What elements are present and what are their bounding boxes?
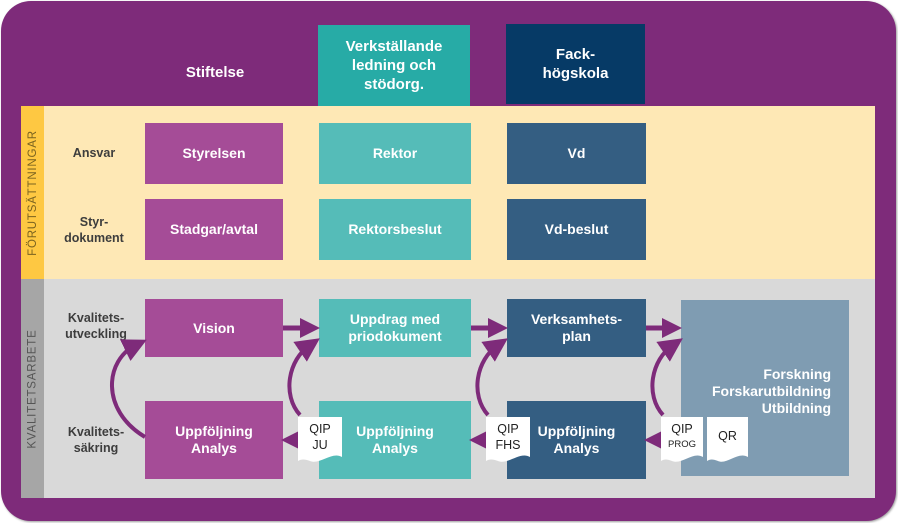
column-header-verkstallande: Verkställande ledning och stödorg.	[318, 25, 470, 106]
document-qip-prog-text: QIP PROG	[661, 421, 703, 453]
box-uppfoljning-fack: Uppföljning Analys	[507, 401, 646, 479]
activities-list: Forskning Forskarutbildning Utbildning	[712, 366, 831, 417]
document-qip-prog-top: QIP	[671, 422, 693, 436]
box-uppfoljning-ledning: Uppföljning Analys	[319, 401, 471, 479]
document-qip-prog-bottom: PROG	[668, 439, 696, 450]
document-qip-ju-text: QIP JU	[298, 421, 342, 453]
column-header-verkstallande-label: Verkställande ledning och stödorg.	[345, 38, 443, 93]
activity-forskning: Forskning	[763, 366, 831, 382]
column-header-stiftelse-label: Stiftelse	[185, 63, 245, 81]
box-uppfoljning-fack-label: Uppföljning Analys	[537, 423, 616, 456]
document-qip-fhs: QIP FHS	[486, 417, 530, 463]
box-vision-label: Vision	[193, 319, 235, 336]
document-qip-fhs-top: QIP	[497, 422, 519, 436]
document-qip-fhs-text: QIP FHS	[486, 421, 530, 453]
document-icon	[486, 417, 530, 462]
row-label-styrdokument: Styr-dokument	[64, 215, 124, 245]
box-stadgar-label: Stadgar/avtal	[170, 221, 258, 237]
box-styrelsen-label: Styrelsen	[182, 145, 246, 161]
document-qip-ju-top: QIP	[309, 422, 331, 436]
document-qip-fhs-bottom: FHS	[495, 438, 521, 452]
document-qip-ju-bottom: JU	[312, 438, 328, 452]
box-uppdrag-label: Uppdrag med priodokument	[348, 311, 442, 344]
column-header-fackhogskola: Fack-högskola	[506, 24, 645, 104]
box-uppdrag: Uppdrag med priodokument	[319, 299, 471, 357]
box-vd-beslut: Vd-beslut	[507, 199, 646, 260]
cycle-arrow-fack	[475, 338, 508, 417]
box-vd: Vd	[507, 123, 646, 184]
document-qr-text: QR	[707, 428, 748, 444]
activity-utbildning: Utbildning	[761, 400, 831, 416]
box-verksamhetsplan-label: Verksamhets-plan	[530, 311, 623, 344]
column-header-stiftelse: Stiftelse	[146, 44, 284, 100]
cycle-arrow-verksamhet	[650, 338, 683, 417]
box-stadgar: Stadgar/avtal	[145, 199, 283, 260]
document-icon	[707, 417, 748, 462]
column-header-fackhogskola-label: Fack-högskola	[542, 46, 609, 82]
box-verksamhetsplan: Verksamhets-plan	[507, 299, 646, 357]
kvalitetsarbete-section-label: KVALITETSARBETE	[21, 279, 44, 498]
document-qr: QR	[707, 417, 748, 463]
document-qr-top: QR	[718, 429, 737, 443]
document-qip-prog: QIP PROG	[661, 417, 703, 463]
box-vd-beslut-label: Vd-beslut	[544, 221, 609, 237]
document-qip-ju: QIP JU	[298, 417, 342, 463]
box-vd-label: Vd	[567, 145, 586, 161]
box-uppfoljning-stiftelse: Uppföljning Analys	[145, 401, 283, 479]
box-styrelsen: Styrelsen	[145, 123, 283, 184]
row-label-kvalitetssakring: Kvalitets-säkring	[67, 425, 125, 455]
row-label-ansvar: Ansvar	[72, 146, 116, 160]
activity-forskarutbildning: Forskarutbildning	[712, 383, 831, 399]
box-vision: Vision	[145, 299, 283, 357]
box-uppfoljning-ledning-label: Uppföljning Analys	[356, 423, 434, 456]
box-rektor-label: Rektor	[372, 145, 418, 161]
cycle-arrow-ledning	[287, 338, 320, 417]
row-label-kvalitetsutveckling: Kvalitets-utveckling	[65, 311, 127, 341]
forutsattningar-section-label: FÖRUTSÄTTNINGAR	[21, 106, 44, 279]
box-uppfoljning-stiftelse-label: Uppföljning Analys	[175, 423, 253, 456]
document-icon	[298, 417, 342, 462]
box-rektorsbeslut-label: Rektorsbeslut	[348, 221, 442, 237]
box-rektorsbeslut: Rektorsbeslut	[319, 199, 471, 260]
cycle-arrow-stiftelse	[110, 339, 147, 439]
box-rektor: Rektor	[319, 123, 471, 184]
document-icon	[661, 417, 703, 462]
